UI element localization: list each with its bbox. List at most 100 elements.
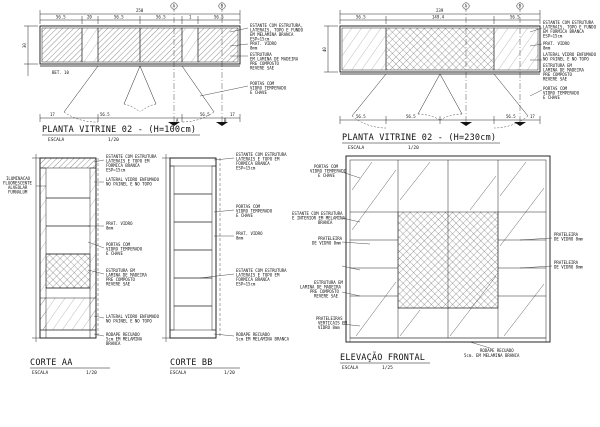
note: PORTAS COM	[543, 86, 568, 91]
note: PORTAS COM	[106, 242, 131, 247]
scale-value: 1/20	[408, 145, 419, 151]
note: 8mm	[543, 46, 551, 51]
note: 8mm	[236, 236, 244, 241]
note: DE VIDRO 8mm	[554, 265, 583, 270]
note: PRE COMPOSTO	[543, 72, 572, 77]
note: FORMICA BRANCA	[236, 277, 270, 282]
note: VIDRO TEMPERADO	[543, 91, 580, 96]
note: 5cm EM MELAMINA BRANCA	[236, 337, 290, 342]
note: E CHAVE	[543, 95, 560, 100]
dim-top: 56.5	[156, 15, 166, 20]
section-mark-b-bottom: B	[224, 118, 227, 123]
note: REVERE SAE	[543, 77, 568, 82]
dim-left: 30	[22, 43, 27, 48]
front-elevation: PORTAS COM VIDRO TEMPERADO E CHAVE ESTAN…	[292, 155, 583, 371]
note: E CHAVE	[318, 173, 335, 178]
note: LATERAIS, TOPO E FUNDO	[250, 28, 304, 33]
note: DE VIDRO 8mm	[312, 241, 341, 246]
view-title-plan2: PLANTA VITRINE 02 - (H=230cm)	[342, 133, 496, 143]
note: ESTANTE COM ESTRUTURA,	[250, 23, 303, 28]
dim-total-width: 250	[136, 8, 144, 13]
dim-left: 40	[322, 47, 327, 52]
dim-top: 56.5	[214, 15, 224, 20]
note: E INTERIOR EM MELAMINA	[292, 216, 346, 221]
scale-label: ESCALA	[342, 365, 359, 371]
note: VIDRO TEMPERADO	[310, 169, 347, 174]
note: PORTAS COM	[314, 164, 339, 169]
note: LATERAL VIDRO ENFUMADO	[106, 314, 160, 319]
note: PRAT. VIDRO	[236, 231, 263, 236]
dim-bottom: 56.5	[406, 114, 416, 119]
section-mark-a: A	[465, 4, 468, 9]
note: ESTRUTURA EM	[314, 280, 343, 285]
note: BRANCA	[318, 220, 333, 225]
note: PRE COMPOSTO	[310, 289, 339, 294]
elevation-right-notes: PRATELEIRA DE VIDRO 8mm PRATELEIRA DE VI…	[519, 232, 583, 270]
note: NO PAINEL E NO TOPO	[106, 319, 152, 324]
view-title-elevation: ELEVAÇÃO FRONTAL	[340, 352, 425, 363]
note: PRAT. VIDRO	[106, 221, 133, 226]
note: FORMICA BRANCA	[106, 163, 140, 168]
note: FLUORESCENTE	[3, 181, 32, 186]
note: LATERAIS E TOPO EM	[236, 273, 280, 278]
scale-value: 1/20	[224, 370, 235, 376]
section-mark-b: B	[519, 4, 522, 9]
note: ESP=15cm	[236, 282, 256, 287]
note: VIDRO TEMPERADO	[250, 86, 287, 91]
dim-bottom: 17	[50, 112, 55, 117]
note: RODAPE RECUADO	[236, 332, 270, 337]
note: REVERE SAE	[314, 294, 339, 299]
note: ESP=15cm	[250, 37, 270, 42]
section-mark-a: A	[173, 4, 176, 9]
note: ESTANTE COM ESTRUTURA	[236, 152, 287, 157]
note: BRANCA	[106, 341, 121, 346]
note: PRE COMPOSTO	[250, 61, 279, 66]
dim-bottom: 56.5	[356, 114, 366, 119]
plan2-notes: ESTANTE COM ESTRUTURA LATERAIS, TOPO E F…	[529, 20, 597, 100]
note: PRATELEIRA	[554, 232, 579, 237]
elevation-left-notes: PORTAS COM VIDRO TEMPERADO E CHAVE ESTAN…	[292, 164, 371, 330]
note: E CHAVE	[250, 90, 267, 95]
dim-bottom: 17	[230, 112, 235, 117]
note: REVERE SAE	[106, 282, 131, 287]
note: PRATELEIRA	[554, 260, 579, 265]
scale-label: ESCALA	[170, 370, 187, 376]
dim-top: 56.5	[356, 15, 366, 20]
note: ILUMINACAO	[6, 176, 31, 181]
dim-bottom: 56.5	[506, 114, 516, 119]
dim-top: 20	[87, 15, 92, 20]
note: LAMINA DE MADEIRA	[543, 68, 585, 73]
note: VIDRO TEMPERADO	[236, 209, 273, 214]
note: LAMINA DE MADEIRA	[106, 273, 148, 278]
note: VIDRO TEMPERADO	[106, 247, 143, 252]
view-title-corte-aa: CORTE AA	[30, 358, 73, 368]
note: EM FORMICA BRANCA	[543, 29, 585, 34]
dim-bottom: 17	[530, 114, 535, 119]
note: RODAPE RECUADO	[106, 332, 140, 337]
note: REVERE SAE	[250, 66, 275, 71]
dim-top: 56.5	[56, 15, 66, 20]
section-mark-b: B	[221, 4, 224, 9]
note: ESTRUTURA	[250, 52, 272, 57]
note: ESTANTE COM ESTRUTURA	[236, 268, 287, 273]
note: FURNALUM	[8, 190, 28, 195]
note: PRATELEIRA	[318, 236, 343, 241]
note: EM LAMINA DE MADEIRA	[250, 57, 299, 62]
section-view-bb: ESTANTE COM ESTRUTURA LATERAIS E TOPO EM…	[162, 152, 290, 376]
plan1-notes: ESTANTE COM ESTRUTURA, LATERAIS, TOPO E …	[199, 23, 304, 97]
note: EM MELAMINA BRANCA	[250, 32, 294, 37]
note: ESP=15cm	[543, 34, 563, 39]
scale-label: ESCALA	[32, 370, 49, 376]
scale-value: 1/20	[108, 137, 119, 143]
view-title-plan1: PLANTA VITRINE 02 - (H=100cm)	[42, 125, 196, 135]
note: ESP=15cm	[106, 168, 126, 173]
note: NO PAINEL E NO TOPO	[543, 57, 589, 62]
dim-bottom: 56.5	[100, 112, 110, 117]
section-mark-a-bottom: A	[176, 118, 179, 123]
note: ESP=15cm	[236, 166, 256, 171]
note: LATERAL VIDRO ENFUMADO	[106, 177, 160, 182]
note: PRE COMPOSTO	[106, 277, 135, 282]
dim-top: 1	[189, 15, 192, 20]
note: LAMINA DE MADEIRA	[300, 285, 342, 290]
